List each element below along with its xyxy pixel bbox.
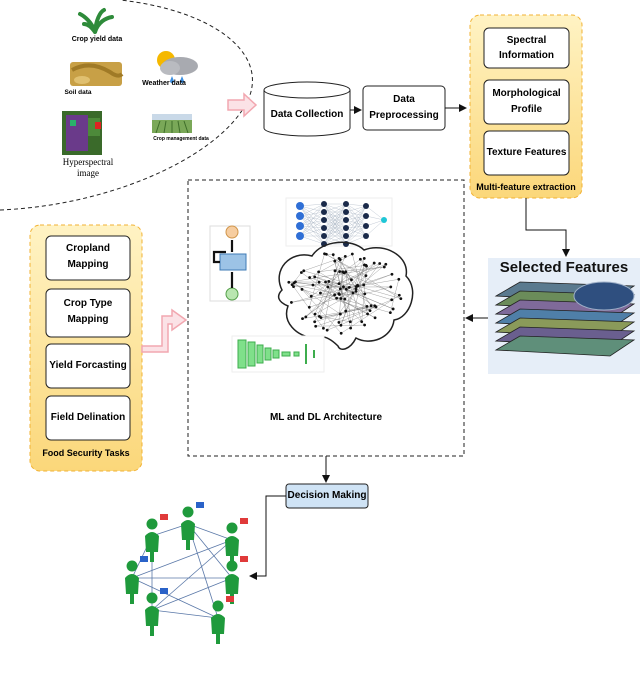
texture-label: Texture Features [486, 147, 567, 158]
soil-label: Soil data [64, 89, 92, 96]
data-preprocessing-box [362, 85, 446, 131]
decision-label: Decision Making [287, 490, 367, 501]
people-network-image [125, 502, 248, 644]
morph-box [483, 79, 570, 125]
weather-icon [157, 51, 198, 83]
spectral-label-2: Information [499, 50, 554, 61]
tasks-to-architecture-arrow [141, 308, 188, 353]
soil-image [70, 62, 124, 86]
hyperspectral-image [62, 111, 102, 155]
rnn-cell-icon [209, 225, 251, 302]
architecture-label: ML and DL Architecture [269, 412, 383, 423]
texture-box [483, 130, 570, 176]
data-collection-label: Data Collection [270, 109, 344, 120]
morph-label-2: Profile [510, 104, 543, 115]
hyperspectral-label-2: image [77, 168, 99, 178]
task-box-field [45, 395, 131, 441]
hyperspectral-label-1: Hyperspectral [62, 157, 114, 167]
selected-features-title: Selected Features [499, 259, 629, 276]
brain-icon [277, 241, 414, 351]
neural-network-icon [285, 197, 393, 247]
food-security-title: Food Security Tasks [42, 448, 130, 458]
weather-label: Weather data [142, 80, 186, 87]
crop-management-label: Crop management data [153, 136, 209, 142]
spectral-box [483, 27, 570, 69]
task-label-field: Field Delination [50, 412, 126, 423]
task-label-cropland-2: Mapping [67, 259, 109, 270]
spectral-label-1: Spectral [506, 35, 547, 46]
task-label-yield: Yield Forcasting [49, 360, 127, 371]
cnn-icon [231, 335, 325, 373]
task-label-croptype-2: Mapping [67, 314, 109, 325]
data-preprocessing-label-1: Data [393, 94, 415, 105]
task-label-croptype-1: Crop Type [63, 298, 113, 309]
data-preprocessing-label-2: Preprocessing [369, 110, 439, 121]
task-label-cropland-1: Cropland [66, 243, 110, 254]
crop-management-image [152, 114, 192, 134]
selected-features-image [488, 258, 640, 374]
crop-yield-icon [78, 8, 114, 34]
task-box-croptype [45, 288, 131, 338]
task-box-cropland [45, 235, 131, 281]
task-box-yield [45, 343, 131, 389]
data-sources-boundary [0, 0, 253, 211]
morph-label-1: Morphological [492, 88, 561, 99]
crop-yield-label: Crop yield data [71, 36, 123, 43]
data-collection-cylinder [263, 81, 351, 137]
sources-to-collection-arrow [227, 92, 258, 118]
features-to-selected-arrow [525, 198, 570, 257]
multi-feature-title: Multi-feature extraction [476, 182, 576, 192]
decision-to-people-arrow [249, 495, 286, 580]
